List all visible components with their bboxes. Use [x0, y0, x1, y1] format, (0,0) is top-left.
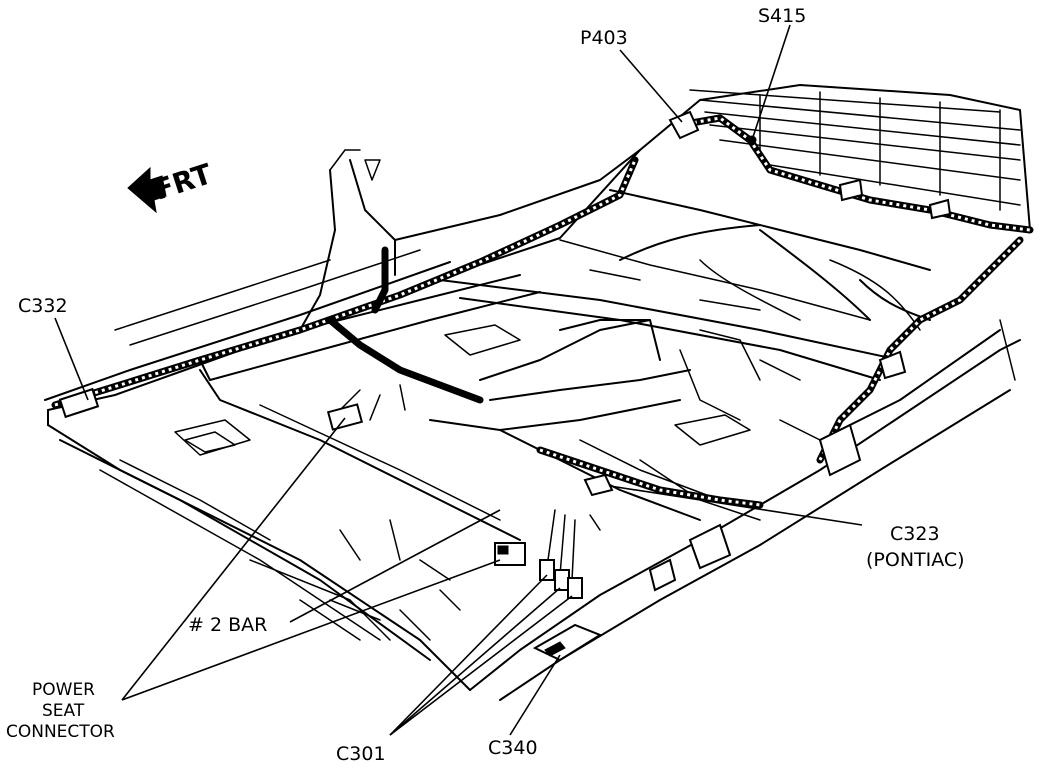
front-direction-indicator: FRT — [127, 157, 216, 214]
label-c332: C332 — [18, 295, 68, 317]
label-s415: S415 — [758, 5, 806, 27]
wiring-harness — [51, 114, 1034, 581]
label-connector: CONNECTOR — [6, 722, 115, 742]
label-c340: C340 — [488, 737, 538, 759]
frt-label: FRT — [150, 157, 216, 206]
connectors — [58, 110, 952, 662]
callout-labels: P403 S415 C332 C323 (PONTIAC) # 2 BAR PO… — [6, 5, 965, 765]
label-power: POWER — [32, 680, 95, 700]
label-c301: C301 — [336, 743, 386, 765]
label-2-bar: # 2 BAR — [188, 614, 267, 636]
arrow-left-icon — [127, 166, 167, 214]
label-c323: C323 — [890, 523, 940, 545]
label-p403: P403 — [580, 27, 628, 49]
label-c323-pontiac: (PONTIAC) — [866, 549, 965, 571]
leader-lines — [54, 24, 863, 736]
label-seat: SEAT — [42, 701, 85, 721]
